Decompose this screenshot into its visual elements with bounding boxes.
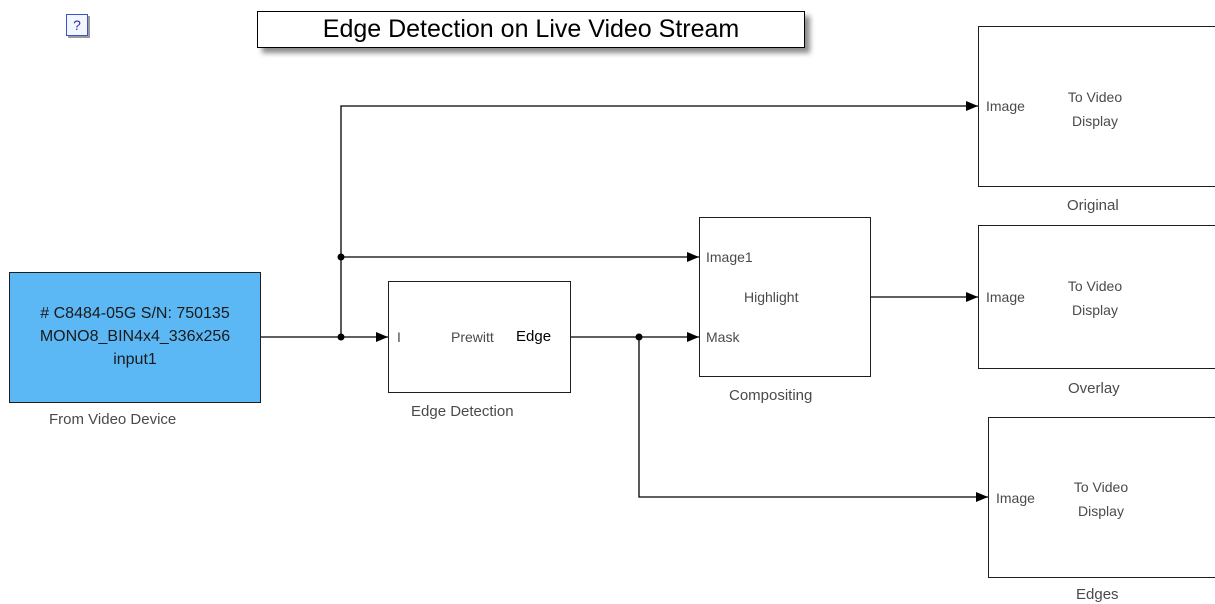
display-overlay-block[interactable]: Image To Video Display — [978, 225, 1215, 369]
comp-mask-port-label: Mask — [706, 329, 740, 345]
display-in-port-label: Image — [986, 289, 1025, 305]
display-original-caption: Original — [1067, 197, 1119, 214]
display-type-label: To Video Display — [1045, 85, 1145, 133]
diagram-title: Edge Detection on Live Video Stream — [257, 11, 805, 48]
display-type-line-1: To Video — [1067, 89, 1123, 105]
compositing-block[interactable]: Image1 Highlight Mask — [699, 217, 871, 377]
comp-image1-port-label: Image1 — [706, 249, 753, 265]
display-type-line-2: Display — [1072, 302, 1118, 318]
edge-method-label: Prewitt — [451, 329, 494, 345]
display-type-label: To Video Display — [1045, 274, 1145, 322]
display-type-line-1: To Video — [1073, 479, 1129, 495]
help-icon[interactable]: ? — [66, 14, 88, 36]
display-edges-block[interactable]: Image To Video Display — [988, 417, 1215, 578]
comp-operation-label: Highlight — [744, 289, 799, 305]
edge-in-port-label: I — [397, 329, 401, 345]
video-device-caption: From Video Device — [49, 411, 177, 428]
compositing-caption: Compositing — [729, 387, 813, 404]
edge-detection-caption: Edge Detection — [411, 403, 514, 420]
display-original-block[interactable]: Image To Video Display — [978, 26, 1215, 187]
display-in-port-label: Image — [986, 98, 1025, 114]
video-device-params: # C8484-05G S/N: 750135 MONO8_BIN4x4_336… — [10, 302, 260, 371]
video-device-line-2: MONO8_BIN4x4_336x256 — [39, 328, 231, 345]
video-device-line-1: # C8484-05G S/N: 750135 — [40, 305, 230, 322]
display-overlay-caption: Overlay — [1068, 380, 1120, 397]
display-type-line-2: Display — [1072, 113, 1118, 129]
display-type-line-2: Display — [1078, 503, 1124, 519]
branch-point — [337, 333, 345, 341]
branch-point — [337, 253, 345, 261]
branch-point — [635, 333, 643, 341]
edge-detection-block[interactable]: I Prewitt Edge — [388, 281, 571, 393]
display-in-port-label: Image — [996, 490, 1035, 506]
wire-branch-to-edges — [638, 337, 988, 502]
from-video-device-block[interactable]: # C8484-05G S/N: 750135 MONO8_BIN4x4_336… — [9, 272, 261, 403]
display-type-line-1: To Video — [1067, 278, 1123, 294]
video-device-line-3: input1 — [113, 351, 157, 368]
edge-out-port-label: Edge — [516, 328, 552, 345]
display-type-label: To Video Display — [1051, 475, 1151, 523]
display-edges-caption: Edges — [1076, 586, 1119, 603]
